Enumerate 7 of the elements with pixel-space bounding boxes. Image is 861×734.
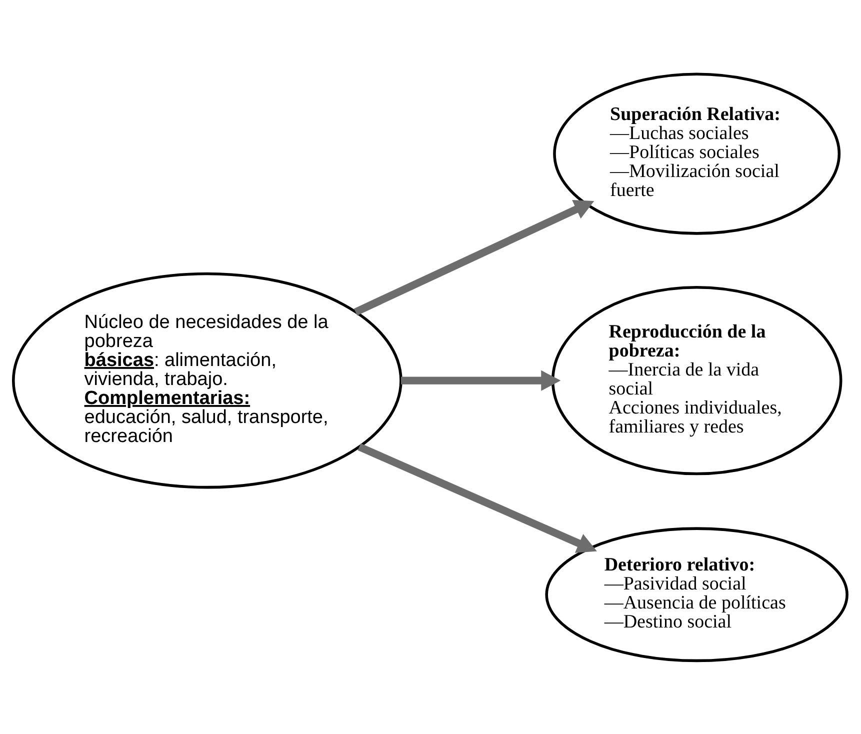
node-ellipse: Núcleo de necesidades de la pobreza básicas: alimentación, vivienda, trabajo. Complementarias: educación, salud, transporte, recreación	[12, 272, 402, 488]
node-ellipse: Superación Relativa: —Luchas sociales —Políticas sociales —Movilización social fuerte	[553, 72, 841, 234]
arrow	[354, 199, 594, 315]
node-ellipse: Reproducción de la pobreza: —Inercia de la vida social Acciones individuales, familiares y redes	[551, 285, 842, 475]
arrow	[400, 370, 561, 390]
node-ellipse: Deterioro relativo: —Pasividad social —Ausencia de políticas —Destino social	[545, 526, 848, 662]
arrow	[358, 442, 597, 552]
